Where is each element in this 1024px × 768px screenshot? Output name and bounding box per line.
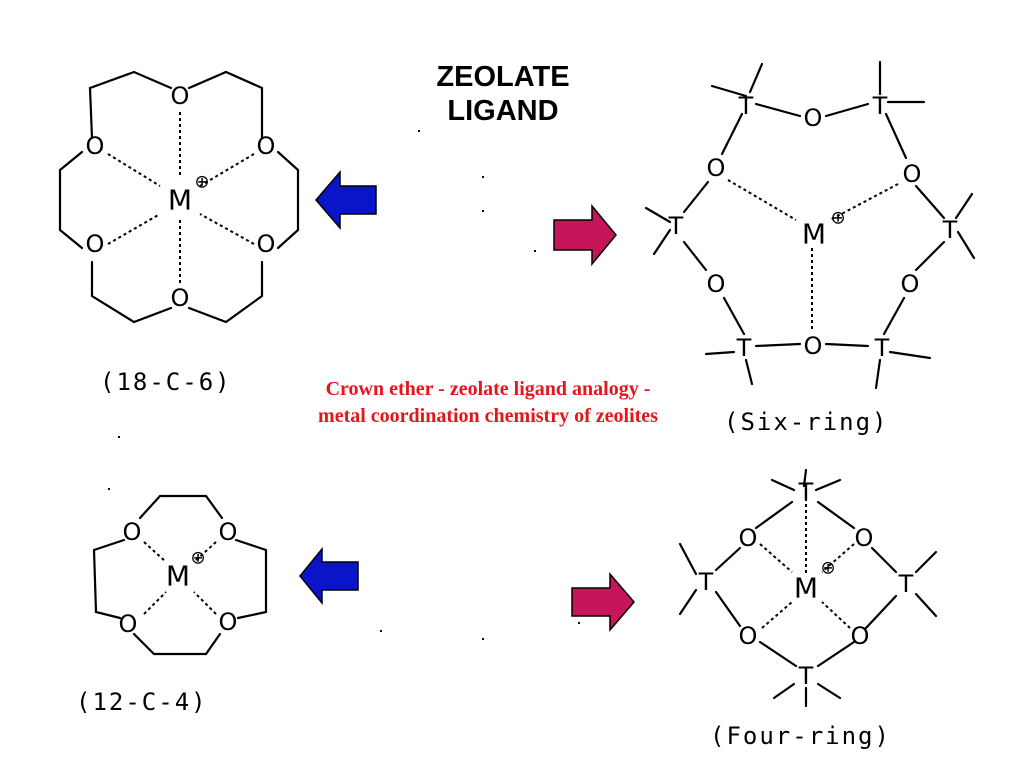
speck [482,176,484,178]
oxygen-atom: O [257,230,276,258]
caption-text: Crown ether - zeolate ligand analogy - m… [318,378,658,427]
oxygen-atom: O [171,284,190,312]
oxygen-atom: O [707,270,726,298]
metal-atom: M [168,184,192,217]
four-ring-diagram: T O O T T O O T M ⊕ [678,468,938,708]
positive-charge: ⊕ [830,208,845,229]
oxygen-atom: O [855,524,874,552]
metal-atom: M [802,218,826,251]
speck [482,210,484,212]
oxygen-atom: O [86,132,105,160]
tetrahedral-atom: T [872,92,888,120]
six-ring-diagram: T O T O O T T O O T O T M ⊕ [644,60,976,390]
four-ring-label: (Four-ring) [710,722,891,750]
crown4-label: (12-C-4) [76,688,208,716]
oxygen-atom: O [804,104,823,132]
tetrahedral-atom: T [898,570,914,598]
metal-atom: M [794,572,818,605]
oxygen-atom: O [257,132,276,160]
oxygen-atom: O [123,518,142,546]
tetrahedral-atom: T [668,212,684,240]
oxygen-atom: O [739,622,758,650]
oxygen-atom: O [86,230,105,258]
arrow-left-icon [299,546,359,606]
speck [482,638,484,640]
six-ring-label: (Six-ring) [724,408,889,436]
oxygen-atom: O [903,160,922,188]
oxygen-atom: O [219,518,238,546]
tetrahedral-atom: T [874,334,890,362]
tetrahedral-atom: T [798,662,814,690]
crown-ether-12c4-diagram: O O O O M ⊕ [92,494,268,656]
positive-charge: ⊕ [194,172,209,193]
tetrahedral-atom: T [698,568,714,596]
oxygen-atom: O [219,608,238,636]
arrow-right-icon [553,203,617,267]
speck [380,630,382,632]
oxygen-atom: O [707,154,726,182]
positive-charge: ⊕ [820,558,835,579]
oxygen-atom: O [804,332,823,360]
speck [118,436,120,438]
oxygen-atom: O [851,622,870,650]
arrow-right-icon [571,571,635,633]
speck [578,622,580,624]
title-line-1: ZEOLATE [436,61,570,93]
arrow-left-icon [315,169,377,231]
oxygen-atom: O [119,610,138,638]
oxygen-atom: O [739,524,758,552]
crown6-label: (18-C-6) [100,368,232,396]
positive-charge: ⊕ [190,548,205,569]
speck [108,488,110,490]
oxygen-atom: O [171,82,190,110]
tetrahedral-atom: T [942,216,958,244]
metal-atom: M [166,560,190,593]
speck [418,130,420,132]
tetrahedral-atom: T [736,334,752,362]
oxygen-atom: O [901,270,920,298]
title-line-2: LIGAND [447,95,559,127]
tetrahedral-atom: T [738,92,754,120]
tetrahedral-atom: T [798,478,814,506]
speck [534,250,536,252]
page-title: ZEOLATE LIGAND [388,60,618,128]
crown-ether-18c6-diagram: O O O O O O M ⊕ [58,70,300,324]
